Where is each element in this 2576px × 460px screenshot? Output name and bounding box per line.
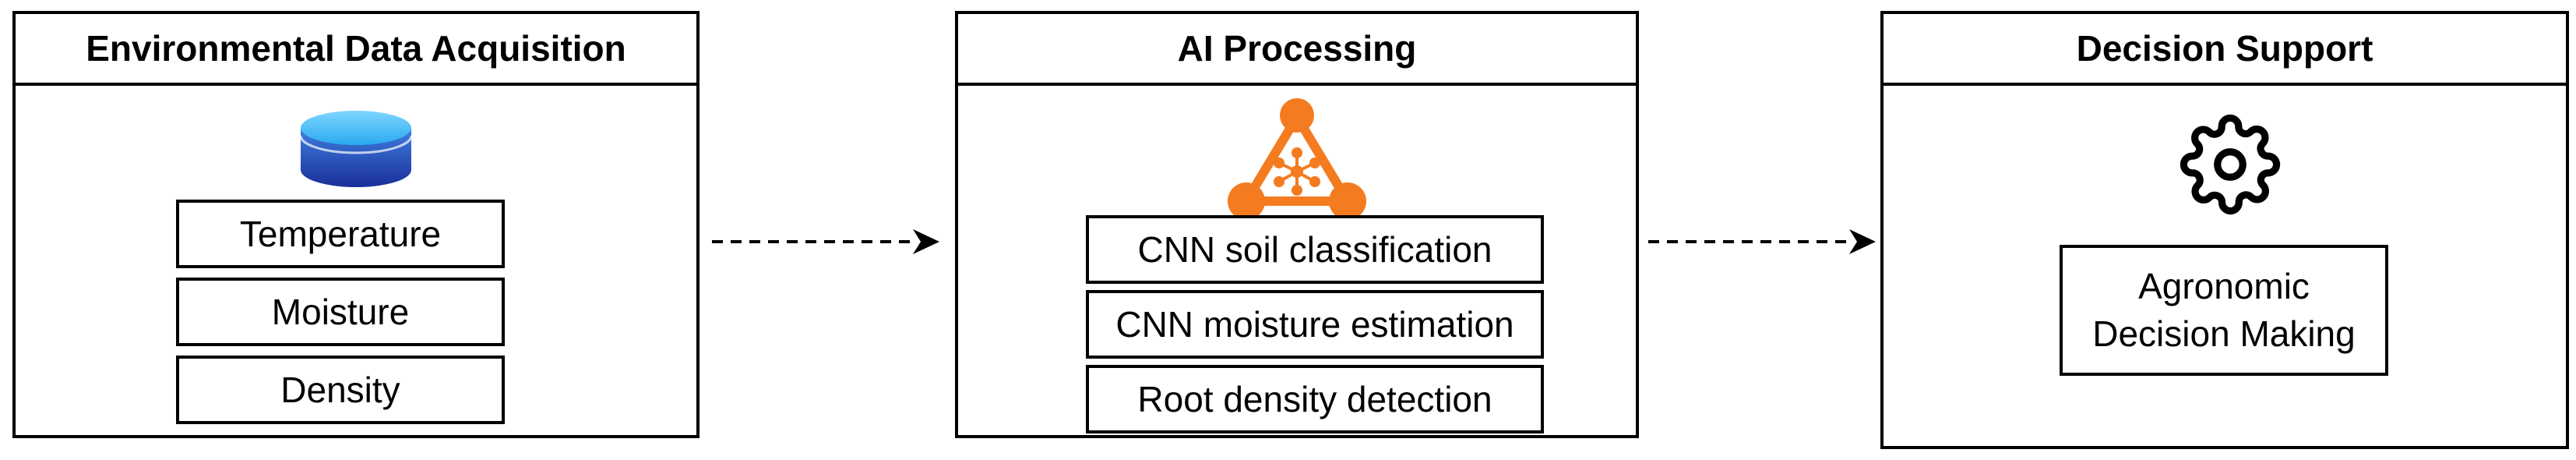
list-item-temperature: Temperature xyxy=(176,200,505,268)
list-item-agronomic-decision-making: Agronomic Decision Making xyxy=(2060,245,2388,376)
database-icon xyxy=(299,111,413,187)
panel-data-acquisition: Environmental Data Acquisition Temperatu… xyxy=(12,11,700,438)
list-item-cnn-moisture-estimation: CNN moisture estimation xyxy=(1086,290,1544,359)
list-item-root-density-detection: Root density detection xyxy=(1086,365,1544,433)
panel-ai-processing: AI Processing CNN soil classification CN… xyxy=(955,11,1639,438)
flow-arrow xyxy=(1648,229,1876,254)
list-item-moisture: Moisture xyxy=(176,278,505,346)
flow-arrow xyxy=(712,229,939,254)
panel-title: Decision Support xyxy=(1884,14,2566,86)
panel-title: AI Processing xyxy=(958,14,1636,86)
list-item-density: Density xyxy=(176,356,505,424)
network-triangle-icon xyxy=(1228,98,1366,220)
panel-decision-support: Decision Support Agronomic Decision Maki… xyxy=(1880,11,2569,449)
list-item-cnn-soil-classification: CNN soil classification xyxy=(1086,215,1544,284)
gear-icon xyxy=(2180,114,2281,215)
panel-title: Environmental Data Acquisition xyxy=(16,14,696,86)
